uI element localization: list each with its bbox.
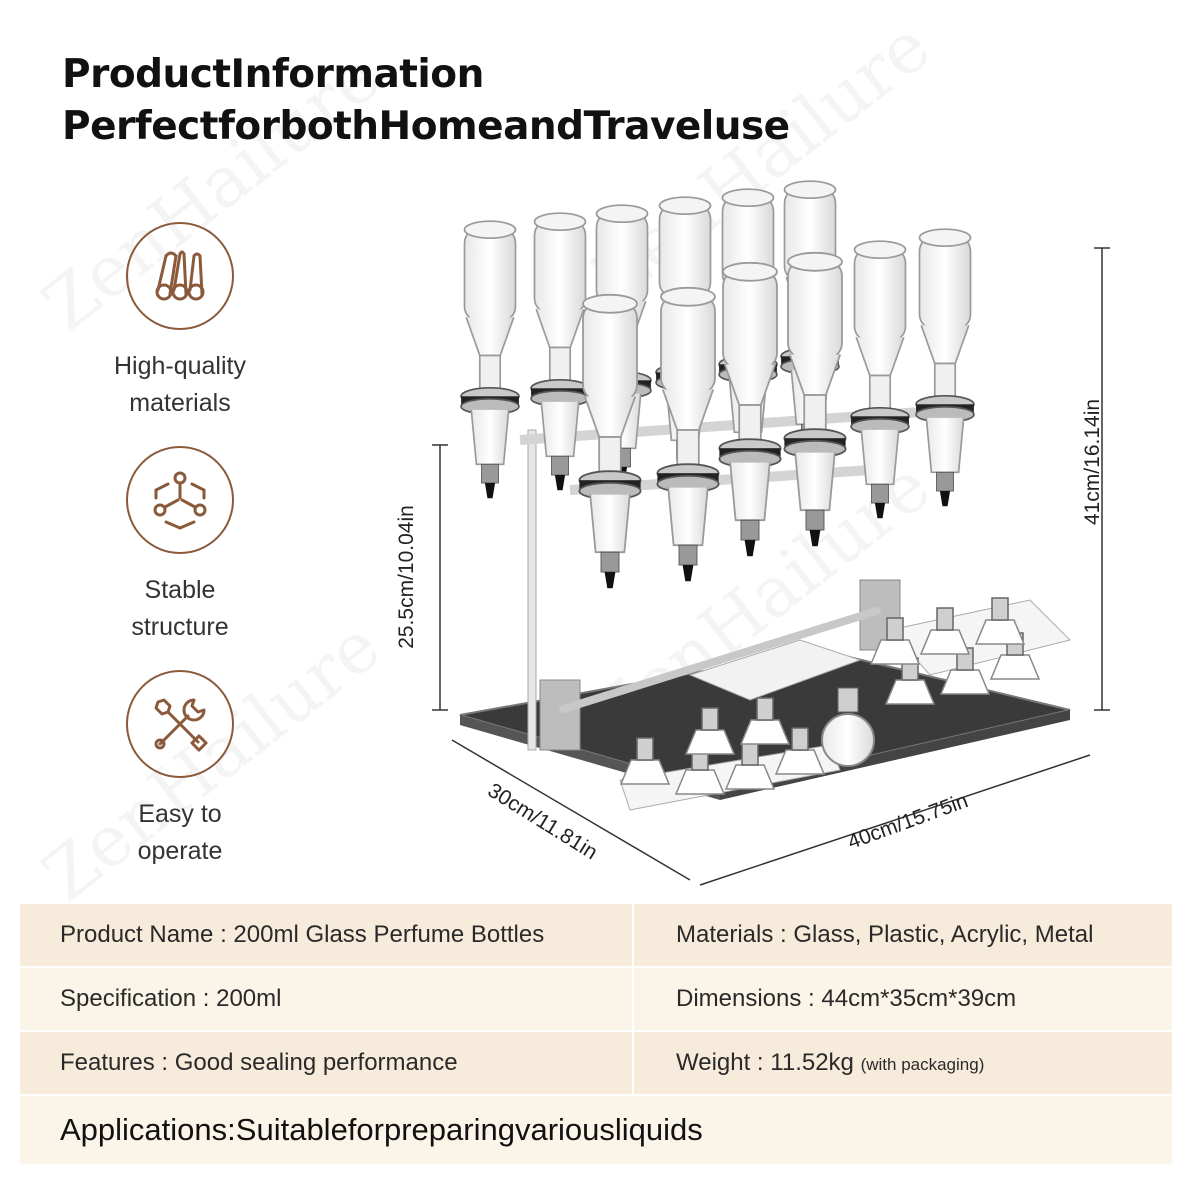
structure-icon [153, 471, 207, 530]
dimension-height-frame: 25.5cm/10.04in [394, 505, 418, 649]
materials-icon [155, 250, 205, 301]
feature-label: Stable structure [131, 576, 229, 641]
feature-high-quality-materials: High-quality materials [100, 222, 260, 422]
page-subtitle: PerfectforbothHomeandTraveluse [62, 104, 790, 149]
feature-icon-circle [126, 222, 234, 330]
weight-cell: Weight : 11.52kg (with packaging) [676, 1049, 985, 1076]
feature-label: High-quality materials [113, 352, 246, 417]
dimension-height-total: 41cm/16.14in [1081, 398, 1105, 526]
table-row: Specification : 200ml Dimensions : 44cm*… [20, 968, 1172, 1032]
features-cell: Features : Good sealing performance [60, 1049, 458, 1076]
column-divider [632, 904, 634, 1096]
table-row: Applications:Suitableforpreparingvarious… [20, 1096, 1172, 1164]
table-row: Features : Good sealing performance Weig… [20, 1032, 1172, 1096]
table-row: Product Name : 200ml Glass Perfume Bottl… [20, 904, 1172, 968]
dimensions-cell: Dimensions : 44cm*35cm*39cm [676, 985, 1017, 1012]
specifications-table: Product Name : 200ml Glass Perfume Bottl… [20, 904, 1172, 1164]
feature-icon-circle [126, 670, 234, 778]
perfume-rack-illustration [432, 180, 1110, 886]
feature-icon-circle [126, 446, 234, 554]
feature-stable-structure: Stable structure [100, 446, 260, 646]
product-name-cell: Product Name : 200ml Glass Perfume Bottl… [60, 921, 545, 948]
feature-easy-to-operate: Easy to operate [100, 670, 260, 870]
materials-cell: Materials : Glass, Plastic, Acrylic, Met… [676, 921, 1094, 948]
feature-label: Easy to operate [137, 800, 223, 865]
specification-cell: Specification : 200ml [60, 985, 282, 1012]
product-image: 41cm/16.14in 25.5cm/10.04in 30cm/11.81in… [390, 170, 1150, 890]
page-title: ProductInformation [62, 52, 484, 97]
tools-icon [154, 698, 208, 752]
applications-cell: Applications:Suitableforpreparingvarious… [60, 1112, 703, 1147]
